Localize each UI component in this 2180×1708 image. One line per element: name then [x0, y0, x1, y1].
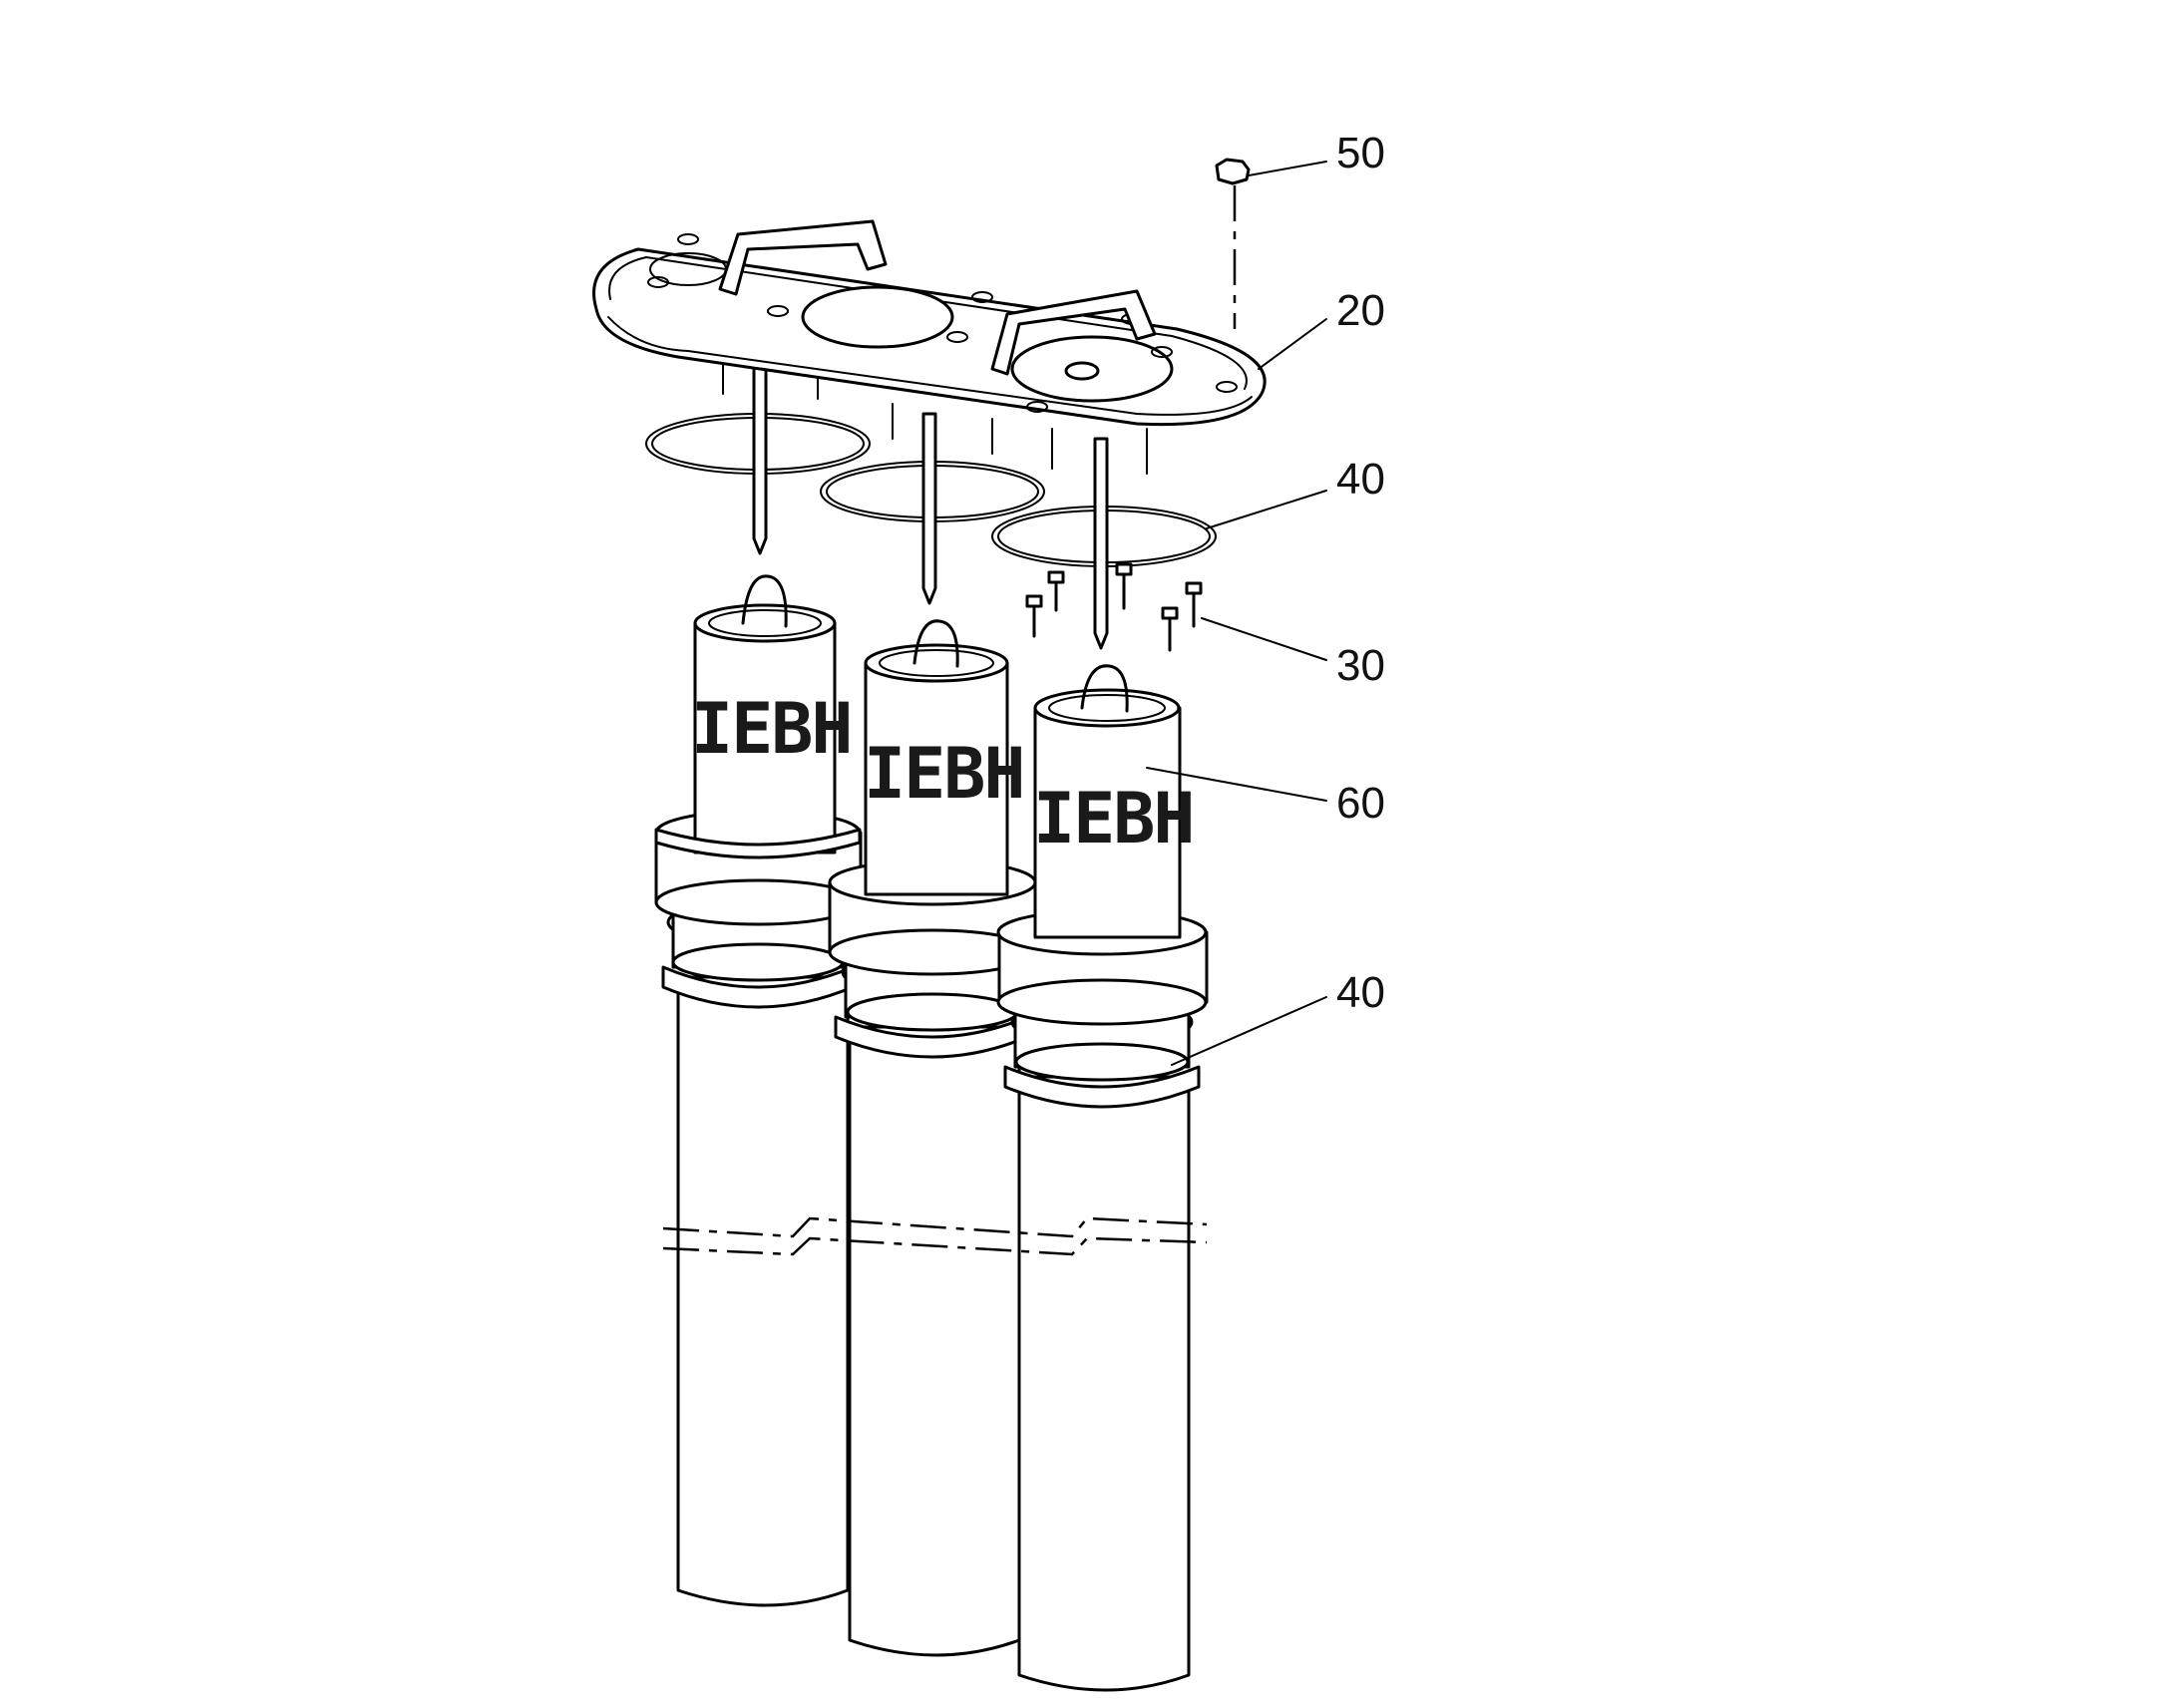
- callout-20: 20: [1336, 286, 1385, 335]
- callout-labels: 50 20 40 30 60 40: [1336, 129, 1385, 1017]
- callout-40-upper: 40: [1336, 455, 1385, 504]
- top-cover-cap: [1215, 158, 1251, 329]
- filter-cartridge-middle: IEBH: [864, 619, 1026, 896]
- leader-lines: [1146, 161, 1327, 1066]
- filter-brand-text-middle: IEBH: [864, 733, 1024, 815]
- callout-50: 50: [1336, 129, 1385, 177]
- filter-brand-text-right: IEBH: [1033, 778, 1194, 859]
- lid-plate: [592, 219, 1267, 427]
- bolt-set: [1025, 562, 1203, 652]
- filter-brand-text-left: IEBH: [691, 688, 852, 770]
- guide-rods: [722, 353, 1148, 650]
- tube-right: [996, 908, 1209, 1692]
- break-lines: [662, 1216, 1208, 1256]
- filter-cartridge-right: IEBH: [1033, 664, 1196, 939]
- callout-40-lower: 40: [1336, 968, 1385, 1017]
- callout-30: 30: [1336, 641, 1385, 690]
- callout-60: 60: [1336, 779, 1385, 828]
- filter-cartridge-left: IEBH: [654, 574, 862, 859]
